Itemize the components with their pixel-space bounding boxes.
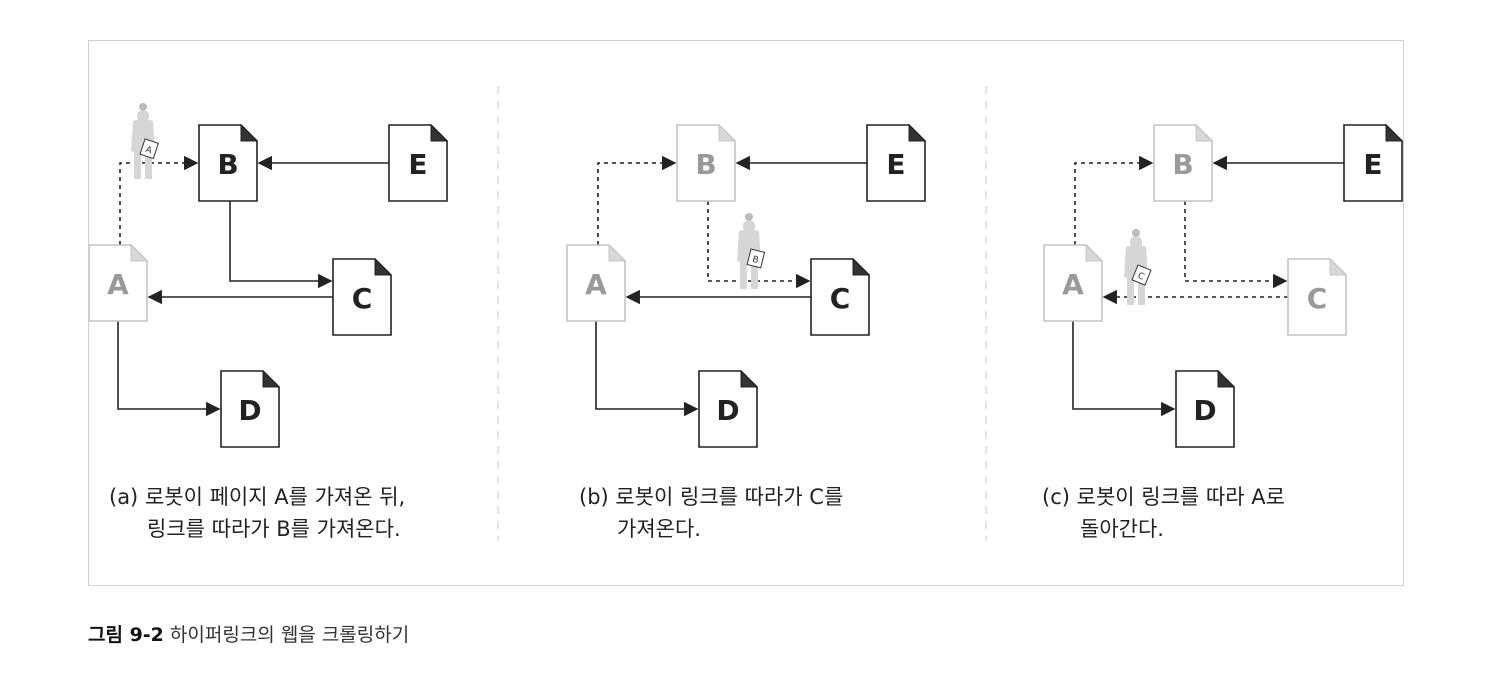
- document-b: B: [198, 123, 259, 202]
- panel-a: A B C D E A: [89, 103, 449, 448]
- document-icon: [566, 244, 626, 322]
- document-icon: [220, 370, 280, 448]
- document-letter: D: [238, 394, 261, 427]
- link-a-to-d: [117, 321, 221, 417]
- crawl-diagram: A B C D E A A B C D E B A B C D E C: [89, 86, 1404, 541]
- caption-a: (a) 로봇이 페이지 A를 가져온 뒤, 링크를 따라가 B를 가져온다.: [109, 481, 405, 545]
- robot-icon: A: [131, 103, 159, 179]
- link-b-to-c: [229, 201, 333, 289]
- document-icon: [1153, 124, 1213, 202]
- link-a-to-d: [1072, 321, 1176, 417]
- caption-line1: 로봇이 링크를 따라 A로: [1076, 485, 1285, 509]
- document-letter: E: [1363, 148, 1382, 181]
- document-d: D: [220, 369, 281, 448]
- document-letter: A: [585, 268, 607, 301]
- svg-text:C: C: [1136, 271, 1146, 283]
- document-e: E: [388, 123, 449, 202]
- document-letter: D: [1193, 394, 1216, 427]
- document-d: D: [698, 369, 759, 448]
- document-e: E: [1343, 123, 1404, 202]
- document-icon: [332, 258, 392, 336]
- caption-label: (c): [1042, 485, 1070, 509]
- document-letter: C: [352, 282, 373, 315]
- document-b: B: [1153, 123, 1214, 202]
- document-icon: [198, 124, 258, 202]
- link-a-to-d: [595, 321, 699, 417]
- fold-corner: [262, 369, 281, 388]
- fold-corner: [1217, 369, 1236, 388]
- panel-b: A B C D E B: [566, 123, 927, 448]
- document-letter: E: [886, 148, 905, 181]
- document-c: C: [810, 257, 871, 336]
- document-letter: B: [695, 148, 716, 181]
- link-a-to-b: [119, 155, 199, 245]
- document-icon: [698, 370, 758, 448]
- svg-text:A: A: [144, 145, 154, 157]
- fold-corner: [908, 123, 927, 142]
- carried-page-icon: C: [1131, 264, 1152, 286]
- document-letter: C: [1307, 282, 1328, 315]
- document-icon: [810, 258, 870, 336]
- fold-corner: [1085, 243, 1104, 262]
- fold-corner: [130, 243, 149, 262]
- document-icon: [1043, 244, 1103, 322]
- link-a-to-b: [1074, 155, 1154, 245]
- fold-corner: [1195, 123, 1214, 142]
- document-e: E: [866, 123, 927, 202]
- figure-label: 그림 9-2: [88, 624, 164, 646]
- caption-line1: 로봇이 페이지 A를 가져온 뒤,: [144, 485, 406, 509]
- document-icon: [676, 124, 736, 202]
- document-c: C: [1287, 257, 1348, 336]
- fold-corner: [718, 123, 737, 142]
- document-a: A: [566, 243, 627, 322]
- document-letter: E: [408, 148, 427, 181]
- caption-line2: 링크를 따라가 B를 가져온다.: [147, 517, 401, 541]
- document-a: A: [1043, 243, 1104, 322]
- fold-corner: [852, 257, 871, 276]
- caption-label: (b): [579, 485, 609, 509]
- caption-label: (a): [109, 485, 139, 509]
- document-icon: [89, 244, 148, 322]
- robot-icon: B: [737, 213, 766, 289]
- caption-line2: 가져온다.: [617, 517, 701, 541]
- document-letter: D: [716, 394, 739, 427]
- document-icon: [1175, 370, 1235, 448]
- figure-title: 하이퍼링크의 웹을 크롤링하기: [169, 624, 410, 646]
- caption-c: (c) 로봇이 링크를 따라 A로 돌아간다.: [1042, 481, 1285, 545]
- link-b-to-c: [707, 201, 811, 289]
- figure-frame: A B C D E A A B C D E B A B C D E C (a) 로봇이 페이지 A를 가져온 뒤,…: [88, 40, 1404, 586]
- document-letter: B: [217, 148, 238, 181]
- document-icon: [866, 124, 926, 202]
- document-c: C: [332, 257, 393, 336]
- fold-corner: [1329, 257, 1348, 276]
- document-b: B: [676, 123, 737, 202]
- document-letter: A: [107, 268, 129, 301]
- svg-text:B: B: [751, 255, 759, 266]
- fold-corner: [430, 123, 449, 142]
- caption-line1: 로봇이 링크를 따라가 C를: [615, 485, 844, 509]
- fold-corner: [1385, 123, 1404, 142]
- link-b-to-c: [1184, 201, 1288, 289]
- caption-line2: 돌아간다.: [1080, 517, 1164, 541]
- document-letter: A: [1062, 268, 1084, 301]
- document-d: D: [1175, 369, 1236, 448]
- document-icon: [1343, 124, 1403, 202]
- carried-page-icon: A: [139, 138, 159, 160]
- document-letter: C: [830, 282, 851, 315]
- fold-corner: [608, 243, 627, 262]
- document-icon: [1287, 258, 1347, 336]
- fold-corner: [240, 123, 259, 142]
- document-icon: [388, 124, 448, 202]
- fold-corner: [740, 369, 759, 388]
- document-a: A: [89, 243, 149, 322]
- carried-page-icon: B: [746, 248, 766, 269]
- link-a-to-b: [597, 155, 677, 245]
- caption-b: (b) 로봇이 링크를 따라가 C를 가져온다.: [579, 481, 843, 545]
- robot-icon: C: [1124, 229, 1152, 305]
- panel-c: A B C D E C: [1043, 123, 1404, 448]
- fold-corner: [374, 257, 393, 276]
- document-letter: B: [1172, 148, 1193, 181]
